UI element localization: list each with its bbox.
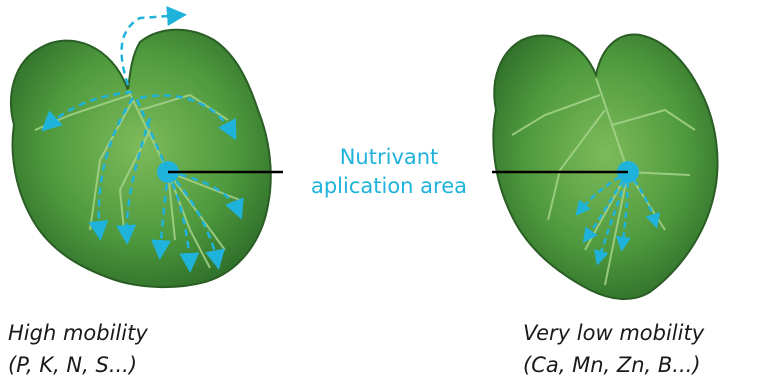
left-leaf-examples: (P, K, N, S...) — [8, 349, 148, 381]
left-leaf-caption: High mobility (P, K, N, S...) — [8, 317, 148, 381]
left-leaf-blade — [11, 30, 271, 287]
application-area-label: Nutrivant aplication area — [300, 143, 478, 201]
application-area-label-line2: aplication area — [300, 172, 478, 201]
right-leaf-examples: (Ca, Mn, Zn, B...) — [523, 349, 704, 381]
right-leaf-title: Very low mobility — [523, 317, 704, 349]
right-leaf-caption: Very low mobility (Ca, Mn, Zn, B...) — [523, 317, 704, 381]
right-leaf-blade — [493, 35, 717, 299]
application-area-label-line1: Nutrivant — [300, 143, 478, 172]
left-leaf — [11, 15, 271, 287]
left-leaf-title: High mobility — [8, 317, 148, 349]
right-leaf — [493, 35, 717, 299]
